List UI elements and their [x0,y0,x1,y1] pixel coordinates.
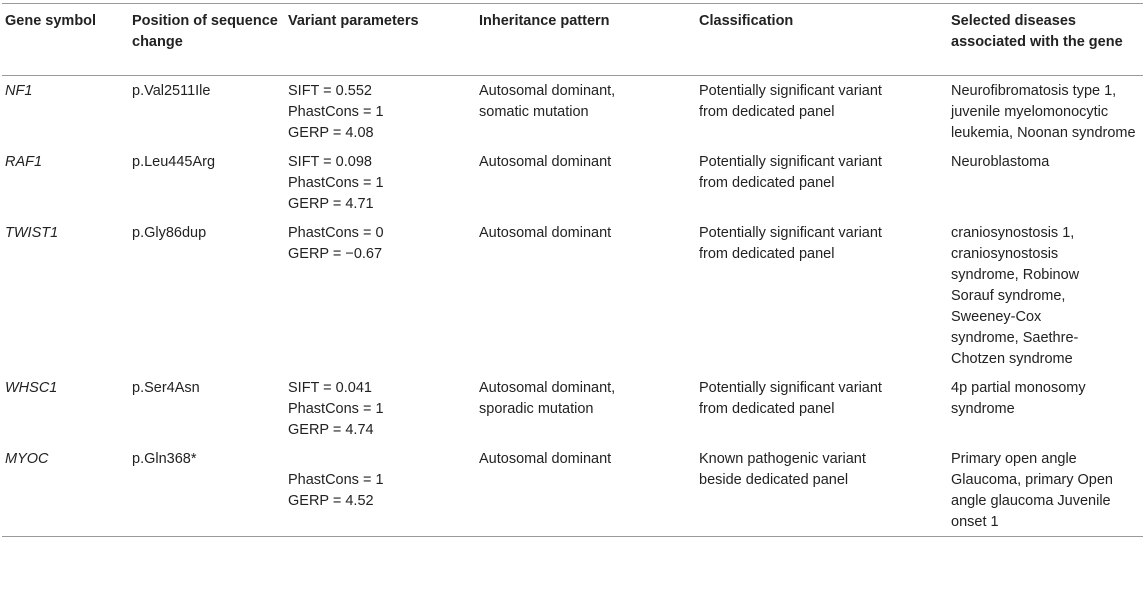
variants-table: Gene symbol Position of sequence change … [2,3,1143,537]
gene-symbol-cell: NF1 [5,83,33,99]
variant-parameters-cell: PhastCons = 1 GERP = 4.52 [285,444,476,537]
position-cell: p.Ser4Asn [132,380,200,396]
position-cell: p.Gln368* [132,451,197,467]
param-phastcons: PhastCons = 1 [288,104,384,120]
header-gene-symbol: Gene symbol [5,13,97,29]
table-row: MYOC p.Gln368* PhastCons = 1 GERP = 4.52… [2,444,1143,537]
param-phastcons: PhastCons = 0 [288,225,384,241]
gene-symbol-cell: TWIST1 [5,225,59,241]
param-gerp: GERP = 4.71 [288,196,374,212]
table-row: TWIST1 p.Gly86dup PhastCons = 0 GERP = −… [2,218,1143,373]
diseases-cell: Neurofibromatosis type 1, juvenile myelo… [951,83,1136,141]
param-gerp: GERP = 4.52 [288,493,374,509]
inheritance-cell: Autosomal dominant [479,225,612,241]
header-selected-diseases: Selected diseases associated with the ge… [951,13,1123,50]
diseases-cell: craniosynostosis 1, craniosynostosis syn… [951,225,1080,367]
classification-cell: Potentially significant variant from ded… [699,83,882,120]
header-variant-parameters: Variant parameters [288,13,419,29]
gene-symbol-cell: MYOC [5,451,49,467]
param-sift: SIFT = 0.098 [288,154,372,170]
table-row: NF1 p.Val2511Ile SIFT = 0.552 PhastCons … [2,76,1143,148]
inheritance-cell: Autosomal dominant, somatic mutation [479,83,616,120]
diseases-cell: Neuroblastoma [951,154,1050,170]
classification-cell: Known pathogenic variant beside dedicate… [699,451,866,488]
classification-cell: Potentially significant variant from ded… [699,225,882,262]
variant-parameters-cell: PhastCons = 0 GERP = −0.67 [285,218,476,373]
diseases-cell: 4p partial monosomy syndrome [951,380,1086,417]
param-phastcons: PhastCons = 1 [288,401,384,417]
inheritance-cell: Autosomal dominant, sporadic mutation [479,380,616,417]
table-header: Gene symbol Position of sequence change … [2,3,1143,76]
table-body: NF1 p.Val2511Ile SIFT = 0.552 PhastCons … [2,76,1143,537]
header-row: Gene symbol Position of sequence change … [2,3,1143,76]
gene-symbol-cell: WHSC1 [5,380,58,396]
diseases-cell: Primary open angle Glaucoma, primary Ope… [951,451,1113,530]
classification-cell: Potentially significant variant from ded… [699,154,882,191]
variant-parameters-cell: SIFT = 0.552 PhastCons = 1 GERP = 4.08 [285,76,476,148]
header-inheritance-pattern: Inheritance pattern [479,13,610,29]
param-gerp: GERP = 4.74 [288,422,374,438]
position-cell: p.Val2511Ile [132,83,211,99]
variant-parameters-cell: SIFT = 0.098 PhastCons = 1 GERP = 4.71 [285,147,476,218]
inheritance-cell: Autosomal dominant [479,451,612,467]
param-sift: SIFT = 0.552 [288,83,372,99]
gene-symbol-cell: RAF1 [5,154,43,170]
param-gerp: GERP = −0.67 [288,246,383,262]
table-row: WHSC1 p.Ser4Asn SIFT = 0.041 PhastCons =… [2,373,1143,444]
param-phastcons: PhastCons = 1 [288,472,384,488]
position-cell: p.Leu445Arg [132,154,216,170]
header-position: Position of sequence change [132,13,278,50]
header-classification: Classification [699,13,794,29]
inheritance-cell: Autosomal dominant [479,154,612,170]
param-gerp: GERP = 4.08 [288,125,374,141]
variant-parameters-cell: SIFT = 0.041 PhastCons = 1 GERP = 4.74 [285,373,476,444]
table-row: RAF1 p.Leu445Arg SIFT = 0.098 PhastCons … [2,147,1143,218]
classification-cell: Potentially significant variant from ded… [699,380,882,417]
param-sift: SIFT = 0.041 [288,380,372,396]
position-cell: p.Gly86dup [132,225,207,241]
param-phastcons: PhastCons = 1 [288,175,384,191]
